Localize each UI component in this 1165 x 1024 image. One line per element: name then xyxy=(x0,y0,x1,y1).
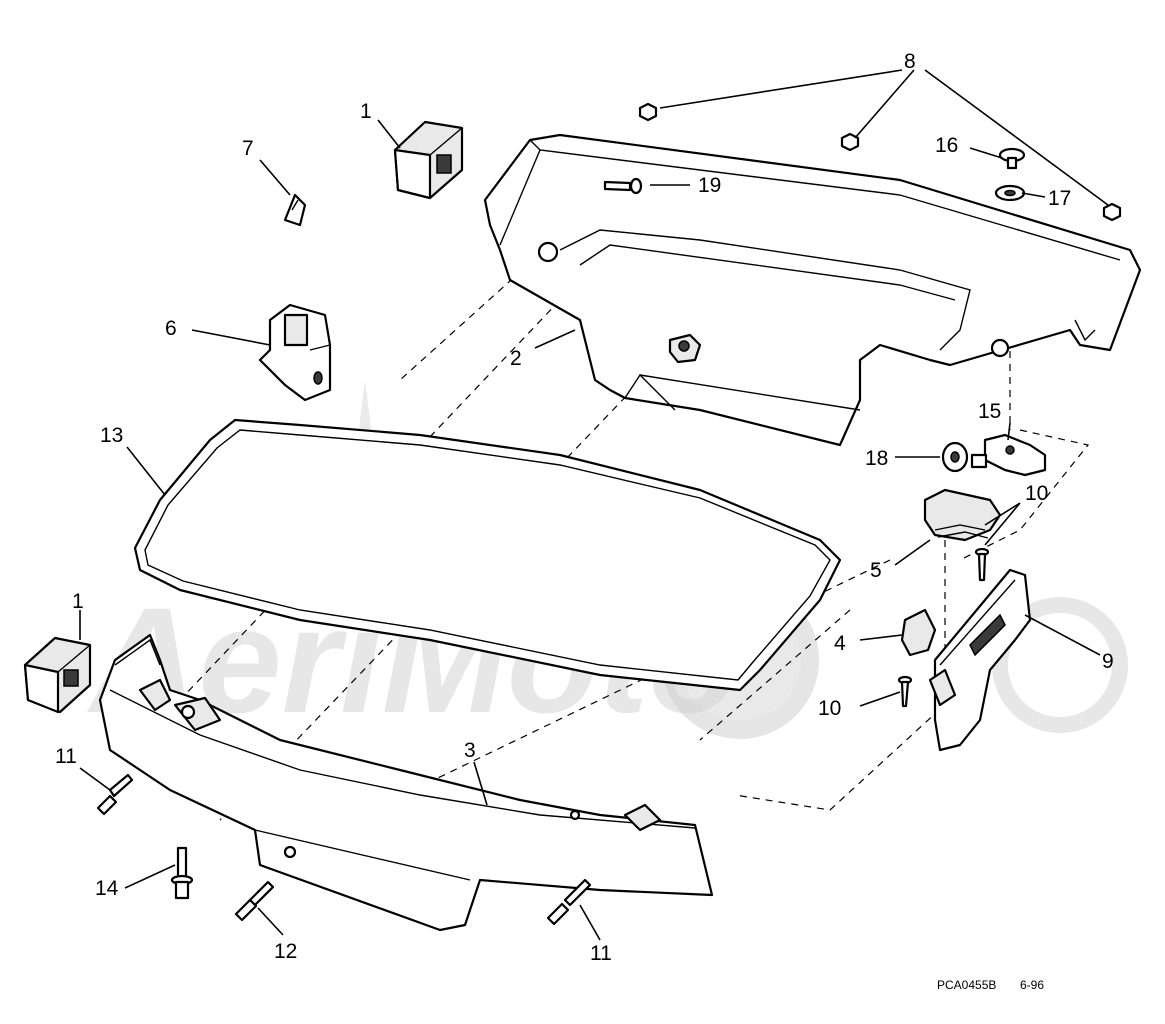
callout-2: 2 xyxy=(510,347,522,370)
drawing-code: PCA0455B xyxy=(937,978,996,992)
callout-3: 3 xyxy=(464,739,476,762)
callout-18: 18 xyxy=(865,447,888,470)
leader-lines xyxy=(79,69,1109,941)
callout-7: 7 xyxy=(242,137,254,160)
callout-5: 5 xyxy=(870,559,882,582)
drawing-reference: PCA0455B 6-96 xyxy=(937,978,1044,992)
front-lower-cover xyxy=(98,633,714,932)
pad-icon xyxy=(900,608,937,657)
screw-icon xyxy=(998,147,1026,170)
bolt-12-icon xyxy=(234,880,275,922)
callout-9: 9 xyxy=(1102,650,1114,673)
callout-6: 6 xyxy=(165,317,177,340)
mount-bracket-icon xyxy=(393,120,464,200)
callout-8: 8 xyxy=(904,50,916,73)
mount-bracket-lower-icon xyxy=(23,636,92,714)
screw-10-lower-icon xyxy=(897,675,913,708)
callout-15: 15 xyxy=(978,400,1001,423)
nut-icon xyxy=(638,102,1122,222)
callout-16: 16 xyxy=(935,134,958,157)
callout-labels: 1 1 2 3 4 5 6 7 8 9 10 10 11 11 12 13 14… xyxy=(55,50,1114,965)
callout-13: 13 xyxy=(100,424,123,447)
fitting-icon xyxy=(970,433,1047,477)
callout-10-upper: 10 xyxy=(1025,482,1048,505)
callout-11-left: 11 xyxy=(55,745,77,768)
bolt-11-right-icon xyxy=(546,878,592,926)
rear-lower-cover xyxy=(483,133,1142,447)
callout-4: 4 xyxy=(834,632,846,655)
long-screw-icon xyxy=(603,177,643,195)
callout-1-top: 1 xyxy=(360,100,372,123)
grommet-icon xyxy=(941,441,969,473)
callout-19: 19 xyxy=(698,174,721,197)
washer-icon xyxy=(994,184,1026,202)
callout-11-right: 11 xyxy=(590,942,612,965)
callout-12: 12 xyxy=(274,940,297,963)
stud-icon xyxy=(170,846,194,900)
screw-10-upper-icon xyxy=(974,547,990,582)
bolt-11-left-icon xyxy=(96,773,134,816)
latch-bracket xyxy=(928,568,1032,752)
callout-1-bottom: 1 xyxy=(72,590,84,613)
gasket-seal xyxy=(133,418,842,692)
latch-icon xyxy=(923,488,1002,542)
callout-10-lower: 10 xyxy=(818,697,841,720)
clip-icon xyxy=(283,193,307,227)
drawing-date: 6-96 xyxy=(1020,978,1044,992)
latch-housing-icon xyxy=(258,303,332,402)
callout-14: 14 xyxy=(95,877,119,900)
callout-17: 17 xyxy=(1048,187,1071,210)
